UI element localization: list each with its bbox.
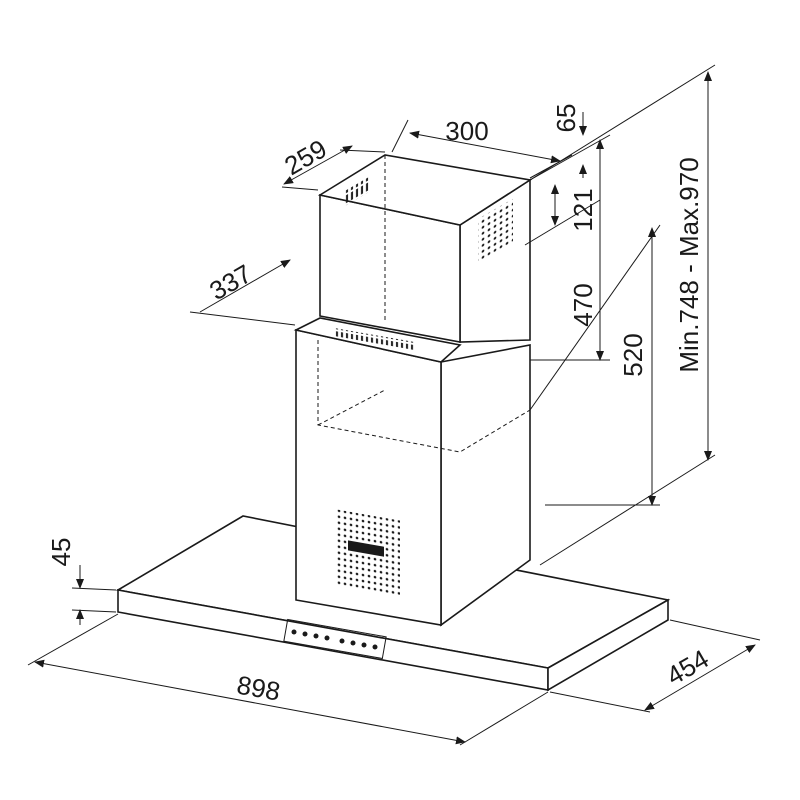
label-canopy-thickness: 45 xyxy=(46,538,76,567)
label-top-gap: 65 xyxy=(551,104,581,133)
control-panel xyxy=(283,618,387,660)
label-bracket-height: 121 xyxy=(568,188,598,231)
label-total-height: Min.748 - Max.970 xyxy=(674,157,704,372)
dimension-lines xyxy=(27,64,761,746)
label-upper-chimney: 470 xyxy=(568,283,598,326)
lower-chimney xyxy=(293,317,531,627)
side-vent xyxy=(478,198,513,265)
label-canopy-width: 898 xyxy=(235,670,283,707)
label-chimney-depth: 259 xyxy=(279,133,332,181)
label-lower-chimney: 520 xyxy=(618,333,648,376)
top-vent-slots xyxy=(335,328,415,351)
upper-chimney xyxy=(317,154,533,351)
label-canopy-depth: 454 xyxy=(661,643,714,691)
label-chimney-offset: 337 xyxy=(204,258,257,306)
label-chimney-width: 300 xyxy=(445,116,488,146)
